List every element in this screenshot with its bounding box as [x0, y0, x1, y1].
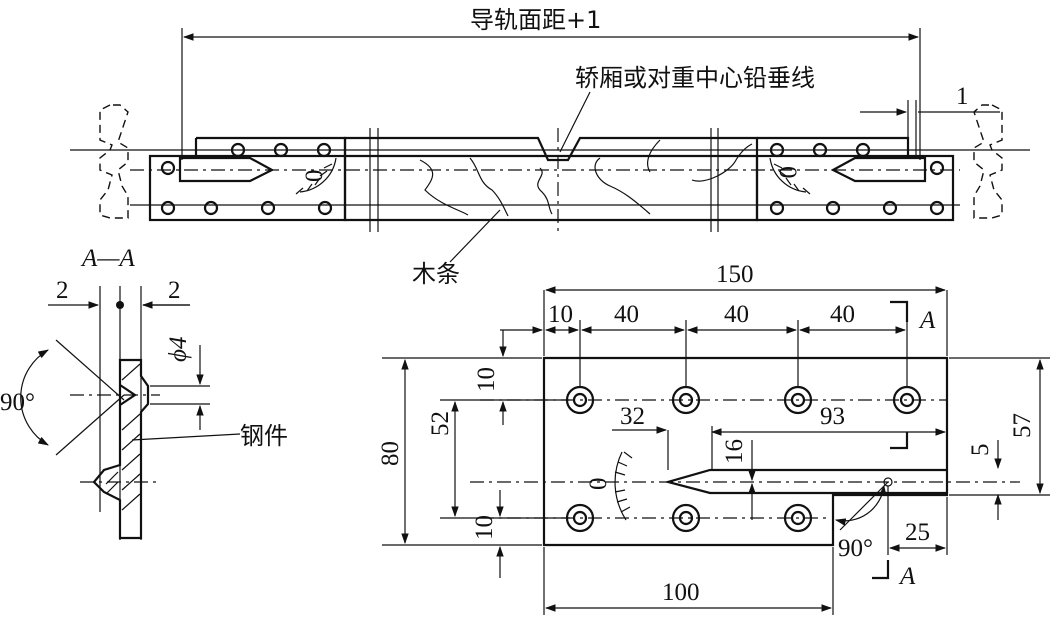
plate-scale-arc: [614, 451, 627, 521]
section-right-dim: 2: [168, 277, 181, 304]
height-80-label: 80: [377, 441, 404, 466]
section-angle: 90°: [0, 389, 35, 416]
pitch-first-label: 10: [548, 301, 573, 328]
right-rail: [973, 104, 1003, 219]
bottom-edge-10-label: 10: [471, 515, 498, 540]
overall-width-label: 150: [716, 261, 754, 288]
dim-32-label: 32: [620, 403, 645, 430]
dim-100-label: 100: [662, 579, 700, 606]
section-a-a: A—A 2 2 ϕ4: [0, 245, 288, 540]
section-hole-dim: ϕ4: [165, 337, 192, 362]
section-title: A—A: [80, 245, 136, 272]
wood-label: 木条: [412, 260, 460, 288]
rail-distance-label: 导轨面距+1: [470, 6, 601, 34]
right-pointer: [830, 156, 927, 183]
pitch-1-label: 40: [614, 301, 639, 328]
plate-top-bolts: [565, 385, 922, 415]
wood-grain: [419, 139, 753, 217]
top-assembly-view: 导轨面距+1: [70, 6, 1030, 288]
right-scale-zero: 0: [774, 166, 801, 179]
left-scale-arc: [299, 157, 337, 193]
left-bottom-bolts: [160, 200, 333, 216]
left-rail: [99, 104, 129, 219]
right-bottom-bolts: [769, 200, 945, 216]
plumb-line-label: 轿厢或对重中心铅垂线: [575, 64, 815, 92]
steel-part: [92, 358, 150, 540]
section-mark-bottom: [872, 560, 890, 580]
gap-label: 1: [956, 83, 969, 110]
wood-strip: [343, 136, 759, 222]
right-gauge-block: [755, 154, 955, 222]
plate-bottom-bolts: [565, 503, 813, 533]
section-mark-top: [890, 300, 909, 322]
steel-part-label: 钢件: [240, 422, 288, 450]
right-top-bolts: [769, 142, 945, 176]
break-lines: [369, 128, 719, 232]
dim-93-label: 93: [820, 403, 845, 430]
plate-scale-zero: 0: [585, 478, 612, 491]
gauge-plate: [542, 356, 949, 547]
dim-25-label: 25: [905, 519, 930, 546]
center-dot: [116, 301, 124, 309]
plate-pointer: [663, 468, 947, 495]
top-edge-10-label: 10: [473, 367, 500, 392]
pitch-3-label: 40: [830, 301, 855, 328]
dim-16-label: 16: [721, 439, 748, 464]
left-scale-zero: 0: [301, 170, 328, 183]
dim-57-label: 57: [1009, 413, 1036, 438]
section-left-dim: 2: [56, 277, 69, 304]
right-scale-arc: [769, 157, 807, 193]
plate-angle-label: 90°: [838, 535, 873, 562]
section-mark-top-label: A: [918, 307, 936, 334]
detail-plate-view: 150 10 40 40 40 A 80 52 10 1: [377, 261, 1050, 615]
height-52-label: 52: [427, 411, 454, 436]
section-mark-bottom-label: A: [898, 563, 916, 590]
pitch-2-label: 40: [724, 301, 749, 328]
left-top-bolts: [160, 142, 332, 176]
dim-5-label: 5: [967, 444, 994, 457]
left-pointer: [178, 156, 275, 183]
